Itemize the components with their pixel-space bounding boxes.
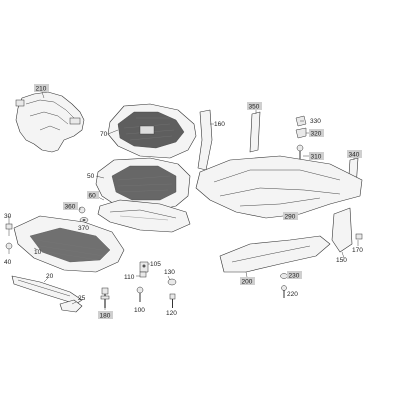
label-25: 25	[78, 295, 86, 302]
part-60-lower-tray	[97, 199, 191, 233]
part-70-engine-cover	[107, 103, 197, 159]
label-370: 370	[78, 225, 89, 232]
label-290: 290	[285, 214, 296, 221]
label-350: 350	[249, 104, 260, 111]
label-120: 120	[166, 310, 177, 317]
label-170: 170	[352, 247, 363, 254]
part-110-nut	[139, 271, 147, 278]
label-320: 320	[311, 131, 322, 138]
part-230-clip	[280, 273, 288, 279]
part-360-clip	[78, 206, 86, 214]
label-360: 360	[65, 204, 76, 211]
part-30-fastener	[5, 223, 13, 236]
part-200-side-trim	[219, 235, 331, 273]
label-220: 220	[287, 291, 298, 298]
part-105-clip	[139, 261, 149, 273]
part-170-clip	[355, 233, 363, 240]
part-220-screw	[281, 285, 287, 298]
part-290-rear-panel	[195, 155, 363, 219]
label-10: 10	[34, 249, 42, 256]
label-130: 130	[164, 269, 175, 276]
label-boxes	[34, 84, 362, 319]
label-30: 30	[4, 213, 12, 220]
part-160-bracket	[197, 109, 213, 171]
label-180: 180	[100, 313, 111, 320]
part-320-clip	[295, 127, 307, 139]
label-100: 100	[134, 307, 145, 314]
label-160: 160	[214, 121, 225, 128]
label-330: 330	[310, 118, 321, 125]
label-40: 40	[4, 259, 12, 266]
label-230: 230	[289, 273, 300, 280]
label-20: 20	[46, 273, 54, 280]
label-150: 150	[336, 257, 347, 264]
part-40-fastener	[5, 242, 13, 254]
label-200: 200	[242, 279, 253, 286]
label-210: 210	[36, 86, 47, 93]
label-105: 105	[150, 261, 161, 268]
part-150-bracket	[331, 207, 353, 253]
label-310: 310	[311, 154, 322, 161]
part-10-splash-shield	[13, 215, 125, 273]
part-210-wheel-arch-liner	[15, 91, 85, 153]
part-100-screw	[136, 286, 144, 302]
part-number-labels: 210 70 160 350 330 320 310 340 50 60 360…	[4, 86, 363, 320]
part-25-clip	[59, 299, 83, 313]
label-50: 50	[87, 173, 95, 180]
part-120-screw	[169, 293, 176, 308]
label-70: 70	[100, 131, 108, 138]
label-60: 60	[89, 193, 97, 200]
part-130-clip	[167, 278, 177, 286]
part-350-bracket	[249, 111, 261, 153]
part-180-stud	[100, 287, 110, 308]
part-20-trim-strip	[11, 275, 83, 305]
part-50-underbody-tray	[95, 157, 191, 213]
label-340: 340	[349, 152, 360, 159]
label-110: 110	[124, 274, 135, 281]
